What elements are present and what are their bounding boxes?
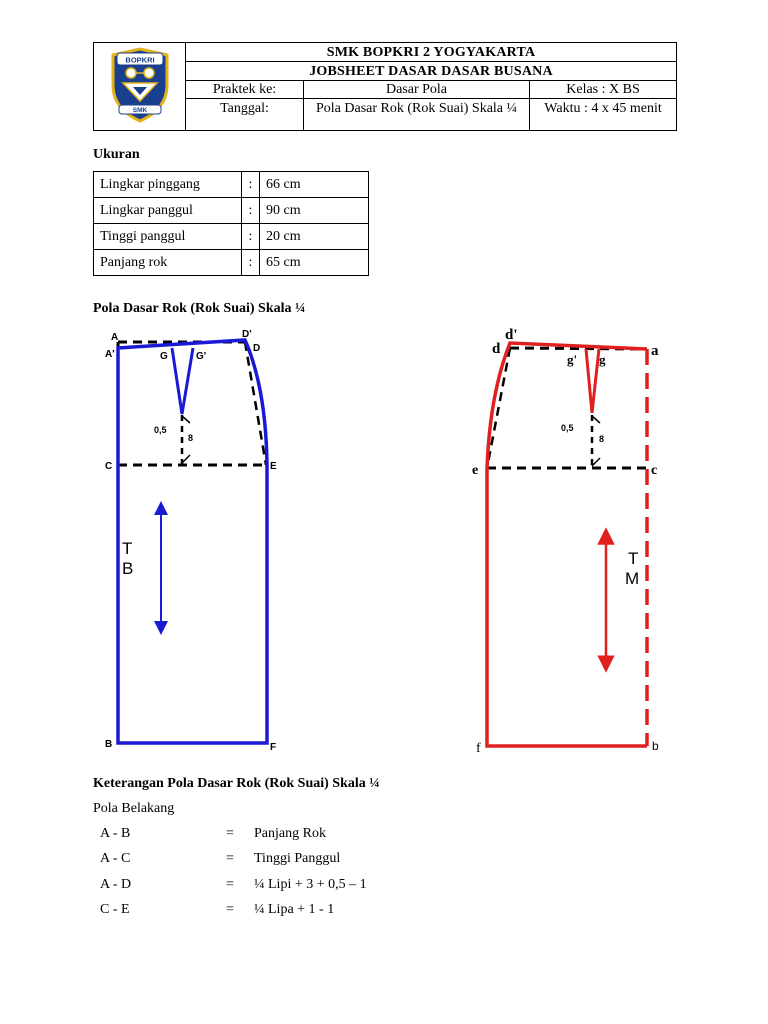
school-logo: BOPKRI SMK <box>111 46 168 123</box>
keterangan-row: A - C = Tinggi Panggul <box>0 851 768 871</box>
row-equals: = <box>226 902 234 917</box>
ukuran-label: Lingkar pinggang <box>93 171 242 198</box>
back-point-a: A <box>111 332 118 343</box>
row-segment: A - B <box>100 826 131 841</box>
pattern-title: Pola Dasar Rok (Rok Suai) Skala ¼ <box>93 301 306 316</box>
keterangan-row: C - E = ¼ Lipa + 1 - 1 <box>0 902 768 922</box>
logo-bottom-text: SMK <box>132 107 147 114</box>
row-formula: Tinggi Panggul <box>254 851 341 866</box>
ukuran-row: Panjang rok : 65 cm <box>93 249 369 276</box>
front-point-e: e <box>472 463 478 478</box>
back-dart-tick-top <box>181 415 191 424</box>
kelas-value: Kelas : X BS <box>529 80 677 99</box>
pattern-drawing: A A' D' D G G' 0,5 8 C E B F T B d' d g'… <box>105 327 659 756</box>
back-side-guide <box>243 341 268 466</box>
row-segment: A - D <box>100 877 132 892</box>
front-dart-length: 8 <box>599 434 604 444</box>
back-point-g1: G' <box>196 351 206 362</box>
row-formula: ¼ Lipi + 3 + 0,5 – 1 <box>254 877 367 892</box>
front-point-d: d <box>492 341 501 357</box>
back-dart <box>170 347 195 415</box>
back-point-a1: A' <box>105 349 115 360</box>
back-point-f: F <box>270 742 276 753</box>
back-point-b: B <box>105 739 112 750</box>
praktek-label: Praktek ke: <box>185 80 304 99</box>
front-side-guide <box>485 347 512 469</box>
ukuran-title: Ukuran <box>93 147 140 162</box>
back-point-g: G <box>160 351 168 362</box>
row-formula: ¼ Lipa + 1 - 1 <box>254 902 335 917</box>
front-pattern: d' d g' g a 0,5 8 e c f b T M <box>472 327 659 756</box>
front-point-a: a <box>651 343 659 359</box>
back-dart-tick-bottom <box>181 454 191 464</box>
ukuran-label: Lingkar panggul <box>93 197 242 224</box>
subject-name: Dasar Pola <box>303 80 530 99</box>
front-point-f: f <box>476 741 481 756</box>
front-outline <box>485 341 648 748</box>
front-dart-tick-top <box>591 415 601 424</box>
keterangan-row: A - B = Panjang Rok <box>0 826 768 846</box>
back-point-d: D <box>253 343 260 354</box>
ukuran-value: 65 cm <box>259 249 369 276</box>
ukuran-value: 20 cm <box>259 223 369 250</box>
row-equals: = <box>226 851 234 866</box>
row-equals: = <box>226 826 234 841</box>
header-table: BOPKRI SMK SMK BOPKRI 2 YOGYAKARTA JOBSH… <box>93 42 677 131</box>
keterangan-subtitle: Pola Belakang <box>93 801 175 816</box>
row-segment: A - C <box>100 851 131 866</box>
tanggal-label: Tanggal: <box>185 98 304 131</box>
front-point-c: c <box>651 463 657 478</box>
front-dart <box>584 348 601 414</box>
back-point-d1: D' <box>242 329 252 340</box>
front-point-d1: d' <box>505 327 518 343</box>
ukuran-row: Tinggi panggul : 20 cm <box>93 223 369 250</box>
keterangan-row: A - D = ¼ Lipi + 3 + 0,5 – 1 <box>0 877 768 897</box>
back-pattern: A A' D' D G G' 0,5 8 C E B F T B <box>105 329 277 753</box>
row-equals: = <box>226 877 234 892</box>
back-point-c: C <box>105 461 112 472</box>
ukuran-row: Lingkar pinggang : 66 cm <box>93 171 369 198</box>
row-segment: C - E <box>100 902 130 917</box>
keterangan-title: Keterangan Pola Dasar Rok (Rok Suai) Ska… <box>93 776 380 791</box>
logo-top-text: BOPKRI <box>125 55 154 64</box>
front-dart-width: 0,5 <box>561 423 574 433</box>
front-dart-tick-bottom <box>591 457 601 467</box>
ukuran-colon: : <box>241 249 260 276</box>
back-dart-width: 0,5 <box>154 425 167 435</box>
topic-title: Pola Dasar Rok (Rok Suai) Skala ¼ <box>303 98 530 131</box>
jobsheet-title: JOBSHEET DASAR DASAR BUSANA <box>185 61 677 81</box>
ukuran-colon: : <box>241 223 260 250</box>
ukuran-label: Panjang rok <box>93 249 242 276</box>
back-point-e: E <box>270 461 277 472</box>
ukuran-colon: : <box>241 171 260 198</box>
front-tag-m: M <box>625 569 639 588</box>
front-point-b: b <box>652 739 659 753</box>
school-logo-cell: BOPKRI SMK <box>93 42 186 131</box>
ukuran-table: Lingkar pinggang : 66 cm Lingkar panggul… <box>93 171 369 276</box>
ukuran-colon: : <box>241 197 260 224</box>
ukuran-value: 90 cm <box>259 197 369 224</box>
front-point-g: g <box>599 352 606 367</box>
ukuran-label: Tinggi panggul <box>93 223 242 250</box>
front-point-g1: g' <box>567 352 577 367</box>
back-outline <box>116 338 269 745</box>
front-tag-t: T <box>628 549 638 568</box>
back-tag-b: B <box>122 559 133 578</box>
row-formula: Panjang Rok <box>254 826 326 841</box>
front-top-guide <box>509 346 648 351</box>
ukuran-value: 66 cm <box>259 171 369 198</box>
school-name: SMK BOPKRI 2 YOGYAKARTA <box>185 42 677 62</box>
back-tag-t: T <box>122 539 132 558</box>
ukuran-row: Lingkar panggul : 90 cm <box>93 197 369 224</box>
back-dart-length: 8 <box>188 433 193 443</box>
waktu-value: Waktu : 4 x 45 menit <box>529 98 677 131</box>
